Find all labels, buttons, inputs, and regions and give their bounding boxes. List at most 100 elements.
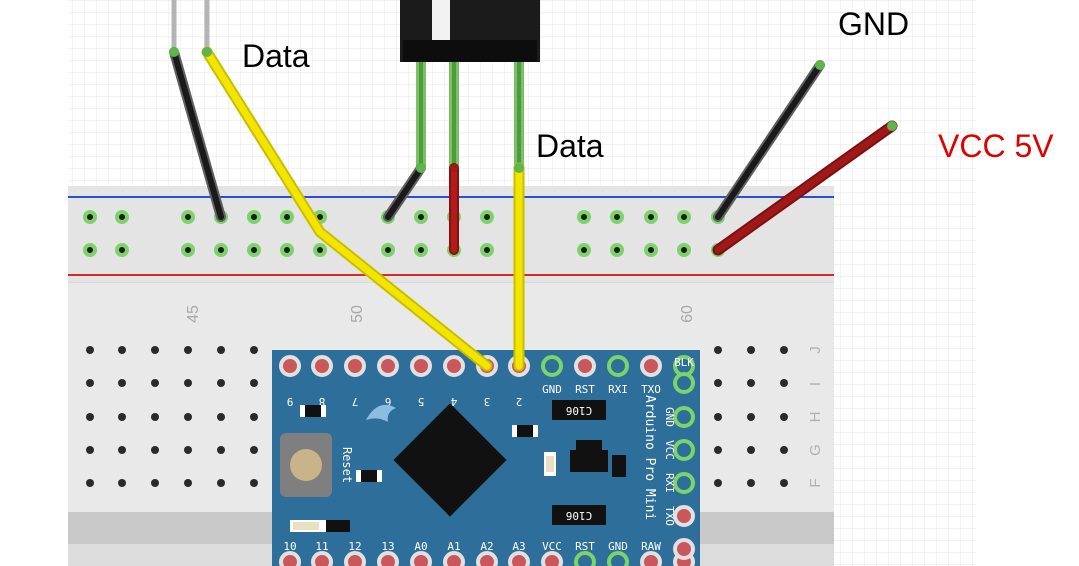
terminal-hole [217, 346, 225, 354]
rail-hole [677, 210, 691, 224]
bottom_pins-label: 12 [348, 540, 361, 553]
row-letter-f: F [807, 478, 824, 487]
right_pins-label: TXO [663, 506, 676, 526]
board-pin [673, 439, 695, 461]
terminal-hole [714, 413, 722, 421]
board-pin [574, 355, 596, 377]
rail-hole [577, 243, 591, 257]
board-pin [541, 355, 563, 377]
top-left-leads [171, 0, 210, 52]
top_pins-label: TXO [641, 383, 661, 396]
terminal-hole [217, 379, 225, 387]
terminal-hole [184, 479, 192, 487]
terminal-hole [217, 479, 225, 487]
capacitor-bottom [552, 505, 606, 525]
terminal-hole [250, 413, 258, 421]
terminal-hole [151, 413, 159, 421]
terminal-hole [747, 479, 755, 487]
terminal-hole [151, 446, 159, 454]
label-gnd: GND [838, 6, 910, 42]
board-pin [673, 472, 695, 494]
board-pin [410, 355, 432, 377]
terminal-hole [118, 479, 126, 487]
regulator [570, 450, 608, 472]
terminal-hole [250, 479, 258, 487]
board-pin [311, 355, 333, 377]
terminal-hole [184, 346, 192, 354]
rail-hole [115, 243, 129, 257]
terminal-hole [118, 446, 126, 454]
rail-hole [214, 243, 228, 257]
terminal-hole [747, 446, 755, 454]
row-letter-h: H [807, 412, 824, 423]
top_pins-label: 8 [319, 395, 326, 408]
top_pins-label: BLK [674, 356, 694, 369]
bottom_pins-label: A0 [414, 540, 427, 553]
board-pin [574, 551, 596, 566]
rail-hole [414, 243, 428, 257]
terminal-hole [780, 479, 788, 487]
terminal-hole [184, 413, 192, 421]
top_pins-label: 6 [385, 395, 392, 408]
bottom_pins-label: 10 [283, 540, 296, 553]
terminal-hole [714, 446, 722, 454]
right_pins-label: VCC [663, 440, 676, 460]
board-pin [279, 355, 301, 377]
rail-hole [247, 243, 261, 257]
board-pin [311, 551, 333, 566]
terminal-hole [747, 346, 755, 354]
rail-hole [644, 243, 658, 257]
wires [169, 46, 898, 372]
rail-hole [83, 243, 97, 257]
row-letter-i: I [807, 382, 824, 386]
board-pin [377, 551, 399, 566]
terminal-hole [780, 379, 788, 387]
right_pins-label: RXI [663, 473, 676, 493]
top_pins-label: RST [575, 383, 595, 396]
rail-hole [280, 243, 294, 257]
rail-hole [313, 243, 327, 257]
board-pin [508, 551, 530, 566]
top_pins-label: RXI [608, 383, 628, 396]
top_pins-label: 9 [287, 395, 294, 408]
bottom_pins-label: GND [608, 540, 628, 553]
top_pins-label: 7 [352, 395, 359, 408]
terminal-hole [184, 446, 192, 454]
terminal-hole [86, 413, 94, 421]
bottom_pins-label: RST [575, 540, 595, 553]
terminal-hole [151, 346, 159, 354]
rail-hole [414, 210, 428, 224]
terminal-hole [780, 346, 788, 354]
column-number-50: 50 [349, 305, 366, 323]
terminal-hole [184, 379, 192, 387]
top_pins-label: 2 [516, 395, 523, 408]
sensor-module [400, 0, 540, 168]
rail-hole [181, 210, 195, 224]
rail-hole [610, 243, 624, 257]
board-pin [476, 551, 498, 566]
terminal-hole [780, 446, 788, 454]
board-logo [366, 404, 396, 422]
board-pin [443, 551, 465, 566]
bottom_pins-label: VCC [542, 540, 562, 553]
terminal-hole [714, 346, 722, 354]
terminal-hole [118, 379, 126, 387]
cap-code-bottom: C106 [566, 509, 593, 522]
terminal-hole [217, 446, 225, 454]
label-data-middle: Data [536, 128, 604, 164]
right_pins-label: GND [663, 407, 676, 427]
column-number-45: 45 [185, 305, 202, 323]
capacitor-top [552, 400, 606, 420]
bottom_pins-label: A3 [512, 540, 525, 553]
terminal-hole [151, 379, 159, 387]
top_pins-label: GND [542, 383, 562, 396]
board-pin [410, 551, 432, 566]
terminal-hole [151, 479, 159, 487]
rail-hole [115, 210, 129, 224]
main-holes [86, 346, 788, 487]
row-letter-g: G [807, 444, 824, 456]
board-pin [541, 551, 563, 566]
